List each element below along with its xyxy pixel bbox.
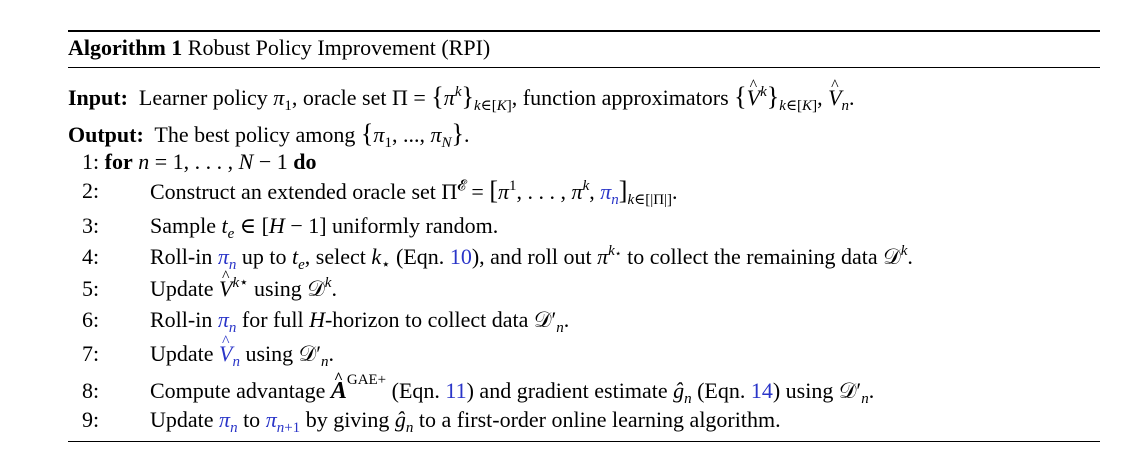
- step-4-text-d: (Eqn.: [390, 244, 450, 269]
- keyword-for: for: [104, 149, 133, 174]
- algorithm-label: Algorithm 1: [68, 35, 183, 60]
- step-8: Compute advantage AGAE+ (Eqn. 11) and gr…: [150, 366, 874, 407]
- step-5-text-b: using: [248, 276, 308, 301]
- input-text-a: Learner policy: [138, 85, 274, 110]
- step-4: Roll-in πn up to te, select k⋆ (Eqn. 10)…: [150, 243, 913, 273]
- algorithm-name: Robust Policy Improvement (RPI): [187, 35, 491, 60]
- output-text: The best policy among: [154, 122, 361, 147]
- step-number: 1:: [82, 149, 100, 174]
- step-4-text-b: up to: [236, 244, 292, 269]
- input-line: Input: Learner policy π1, oracle set Π =…: [68, 73, 855, 114]
- step-7-text-b: using: [239, 341, 299, 366]
- output-line: Output: The best policy among {π1, ..., …: [68, 119, 470, 151]
- algorithm-title: Algorithm 1 Robust Policy Improvement (R…: [68, 35, 490, 61]
- step-9-text-a: Update: [150, 407, 220, 432]
- bottom-rule: [68, 441, 1100, 442]
- eqn-11-link[interactable]: 11: [445, 378, 467, 403]
- step-8-number: 8:: [82, 378, 100, 403]
- step-7-number: 7:: [82, 341, 100, 366]
- eqn-14-link[interactable]: 14: [750, 378, 773, 403]
- step-2-number: 2:: [82, 178, 100, 203]
- step-3-text-a: Sample: [150, 213, 222, 238]
- input-label: Input:: [68, 85, 128, 110]
- step-3-number: 3:: [82, 213, 100, 238]
- step-8-text-d: (Eqn.: [691, 378, 751, 403]
- step-8-text-e: ) using: [772, 378, 839, 403]
- step-1: 1: for n = 1, . . . , N − 1 do: [82, 149, 317, 174]
- step-8-text-b: (Eqn.: [386, 378, 446, 403]
- input-text-b: , oracle set: [291, 85, 392, 110]
- step-4-text-f: to collect the remaining data: [621, 244, 884, 269]
- step-5-text-a: Update: [150, 276, 220, 301]
- step-9-text-c: by giving: [300, 407, 395, 432]
- step-3: Sample te ∈ [H − 1] uniformly random.: [150, 213, 499, 242]
- step-4-number: 4:: [82, 244, 100, 269]
- step-6: Roll-in πn for full H-horizon to collect…: [150, 307, 570, 336]
- eqn-10-link[interactable]: 10: [449, 244, 472, 269]
- step-9-text-b: to: [237, 407, 266, 432]
- step-7: Update Vn using 𝒟′n.: [150, 329, 334, 370]
- output-label: Output:: [68, 122, 144, 147]
- step-6-text-c: -horizon to collect data: [324, 307, 534, 332]
- step-2-text: Construct an extended oracle set: [150, 179, 442, 204]
- keyword-do: do: [293, 149, 317, 174]
- step-9-number: 9:: [82, 407, 100, 432]
- step-9: Update πn to πn+1 by giving ĝn to a firs…: [150, 407, 781, 436]
- input-text-c: , function approximators: [511, 85, 735, 110]
- step-3-text-b: uniformly random.: [326, 213, 499, 238]
- top-rule: [68, 30, 1100, 32]
- step-8-text-a: Compute advantage: [150, 378, 331, 403]
- step-4-text-a: Roll-in: [150, 244, 218, 269]
- step-5: Update Vk⋆ using 𝒟k.: [150, 264, 337, 302]
- step-9-text-d: to a first-order online learning algorit…: [413, 407, 781, 432]
- header-rule: [68, 67, 1100, 68]
- step-4-text-c: , select: [304, 244, 372, 269]
- step-6-text-b: for full: [236, 307, 310, 332]
- step-5-number: 5:: [82, 276, 100, 301]
- gae-superscript: GAE+: [346, 372, 387, 388]
- step-2: Construct an extended oracle set Π𝓔 = [π…: [150, 176, 678, 208]
- step-7-text-a: Update: [150, 341, 220, 366]
- step-8-text-c: ) and gradient estimate: [466, 378, 674, 403]
- step-6-text-a: Roll-in: [150, 307, 218, 332]
- step-4-text-e: ), and roll out: [471, 244, 598, 269]
- step-6-number: 6:: [82, 307, 100, 332]
